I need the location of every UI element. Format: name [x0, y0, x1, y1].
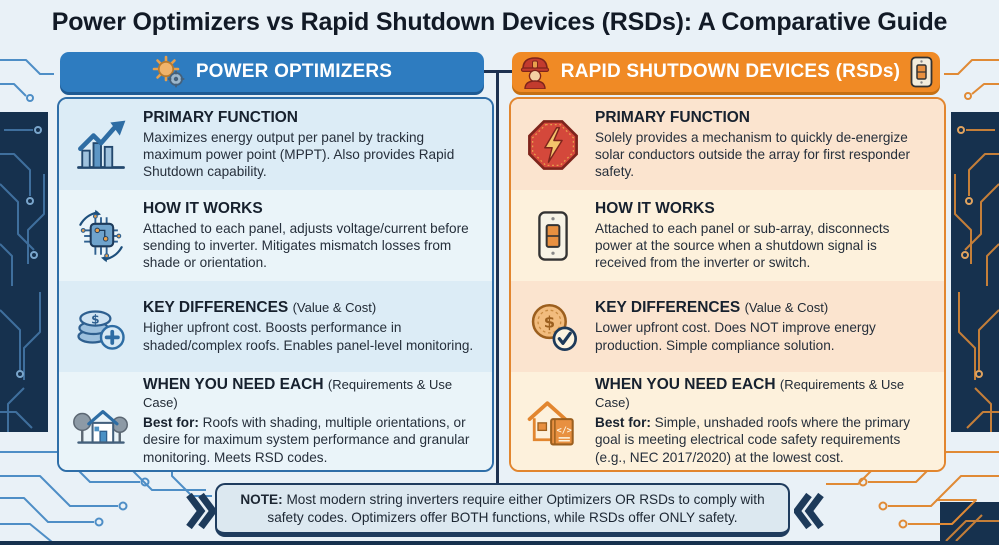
double-chevron-left-icon: [794, 492, 824, 530]
house-trees-icon: [63, 391, 139, 451]
circuit-chip-icon: [63, 206, 139, 266]
section-body: Lower upfront cost. Does NOT improve ene…: [595, 320, 876, 353]
rsd-card: PRIMARY FUNCTION Solely provides a mecha…: [509, 97, 946, 472]
svg-text:</>: </>: [557, 425, 572, 435]
note-bar: NOTE: Most modern string inverters requi…: [215, 483, 790, 537]
svg-text:$: $: [91, 312, 99, 326]
rsd-header: RAPID SHUTDOWN DEVICES (RSDs): [512, 52, 940, 92]
section-body: Best for: Roofs with shading, multiple o…: [143, 415, 470, 465]
section-heading: PRIMARY FUNCTION: [595, 108, 750, 126]
bottom-border: [0, 541, 999, 545]
section-body: Best for: Simple, unshaded roofs where t…: [595, 415, 911, 465]
house-code-book-icon: </>: [515, 391, 591, 451]
page-title: Power Optimizers vs Rapid Shutdown Devic…: [51, 8, 948, 36]
optimizers-how-it-works-row: HOW IT WORKS Attached to each panel, adj…: [59, 190, 492, 282]
rsd-header-label: RAPID SHUTDOWN DEVICES (RSDs): [560, 61, 901, 82]
section-heading: PRIMARY FUNCTION: [143, 108, 298, 126]
circuit-trace-top-right: [944, 59, 999, 100]
section-heading: HOW IT WORKS: [595, 199, 715, 217]
optimizers-header-label: POWER OPTIMIZERS: [195, 61, 393, 82]
optimizers-card: PRIMARY FUNCTION Maximizes energy output…: [57, 97, 494, 472]
section-heading: KEY DIFFERENCES (Value & Cost): [143, 299, 377, 317]
section-heading: WHEN YOU NEED EACH (Requirements & Use C…: [143, 376, 453, 411]
section-heading: KEY DIFFERENCES (Value & Cost): [595, 299, 829, 317]
coin-check-icon: $: [515, 298, 591, 356]
svg-text:$: $: [544, 312, 555, 331]
column-divider: [496, 70, 499, 483]
section-heading: WHEN YOU NEED EACH (Requirements & Use C…: [595, 376, 905, 411]
coins-plus-icon: $: [63, 297, 139, 357]
circuit-board-strip-right: [951, 112, 999, 432]
section-body: Solely provides a mechanism to quickly d…: [595, 129, 911, 180]
section-heading: HOW IT WORKS: [143, 199, 263, 217]
header-connector: [455, 70, 555, 73]
rsd-primary-function-row: PRIMARY FUNCTION Solely provides a mecha…: [511, 99, 944, 191]
note-text: NOTE: Most modern string inverters requi…: [240, 491, 765, 525]
firefighter-icon: [520, 57, 549, 89]
section-body: Maximizes energy output per panel by tra…: [143, 129, 455, 180]
optimizers-header: POWER OPTIMIZERS: [60, 52, 484, 92]
optimizers-key-differences-row: $ KEY DIFFERENCES (Value & Cost) Higher …: [59, 281, 492, 373]
bar-chart-growth-icon: [63, 115, 139, 175]
switch-icon: [910, 56, 933, 88]
rsd-key-differences-row: $ KEY DIFFERENCES (Value & Cost) Lower u…: [511, 281, 944, 373]
section-body: Attached to each panel or sub-array, dis…: [595, 220, 890, 271]
circuit-trace-bottom-right: [826, 443, 999, 541]
rsd-how-it-works-row: HOW IT WORKS Attached to each panel or s…: [511, 190, 944, 282]
optimizers-primary-function-row: PRIMARY FUNCTION Maximizes energy output…: [59, 99, 492, 191]
circuit-board-strip-left: [0, 112, 48, 432]
section-body: Attached to each panel, adjusts voltage/…: [143, 220, 469, 271]
switch-plate-icon: [515, 207, 591, 265]
circuit-trace-top-left: [0, 59, 54, 102]
optimizers-when-you-need-row: WHEN YOU NEED EACH (Requirements & Use C…: [59, 372, 492, 470]
double-chevron-right-icon: [186, 492, 216, 530]
stop-bolt-icon: [515, 116, 591, 174]
rsd-when-you-need-row: </> WHEN YOU NEED EACH (Requirements & U…: [511, 372, 944, 470]
sun-gear-icon: [152, 55, 185, 88]
section-body: Higher upfront cost. Boosts performance …: [143, 320, 474, 353]
